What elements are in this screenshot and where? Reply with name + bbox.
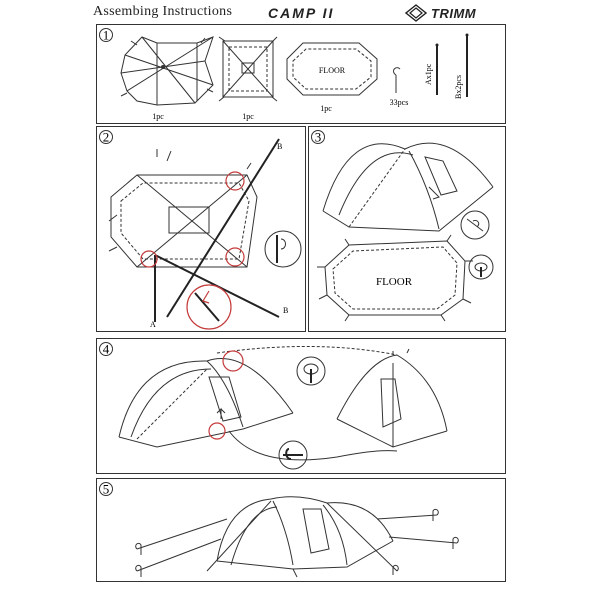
outer-tent-drawing [120,36,214,106]
step-number-circle [99,482,113,496]
pole-b-drawing [465,33,469,97]
brand-emblem-icon [405,4,427,22]
page-title: Assembing Instructions [93,4,233,19]
highlight-circle [225,247,245,267]
brand-name: TRIMM [431,5,477,21]
highlight-circle [222,350,244,372]
step-5-panel: 5 [96,478,506,582]
pole-path-arrow [216,346,398,356]
inner-tent-drawing [218,36,278,102]
step-number: 5 [103,482,110,497]
detail-circle-clip [186,284,232,330]
step-number: 1 [103,28,110,43]
clip-detail [303,363,319,383]
pitched-inner-tent-drawing [322,142,494,232]
brand-logo: TRIMM [405,3,476,23]
detail-circle-clip [468,254,494,280]
step-1-panel: 1 1pc 1pc FLOOR 1 [96,24,506,124]
step-number: 4 [103,342,110,357]
step-3-panel: 3 FLOOR [308,126,506,332]
outer-tent-qty: 1pc [152,112,164,121]
hook-detail [276,235,286,263]
floor-qty: 1pc [320,104,332,113]
step-number-circle [99,130,113,144]
pegs-qty: 33pcs [390,98,409,107]
hook-detail [283,448,303,460]
pole-a-drawing [435,43,439,95]
clip-detail [474,262,488,277]
step-number: 3 [315,130,322,145]
floor-drawing [286,42,378,96]
detail-circle-hook [278,440,308,470]
highlight-circle [140,250,158,268]
pole-b-label: Bx2pcs [454,75,463,99]
tent-frame-drawing [108,138,280,322]
floor-with-pegs-drawing [317,234,473,322]
floor-label: FLOOR [376,276,413,288]
model-name: CAMP II [268,5,335,21]
finished-tent-drawing [216,496,394,570]
highlight-circle [225,171,245,191]
step-2-panel: 2 B B A [96,126,306,332]
step-number-circle [311,130,325,144]
pole-b-bottom-label: B [283,306,288,315]
pole-b-top-label: B [277,142,282,151]
guy-ropes-drawing [136,500,458,578]
pole-a-label: Ax1pc [424,63,433,85]
inner-tent-right-drawing [336,348,448,448]
detail-circle-clip [296,356,326,386]
pole-path-arrow [228,430,398,461]
inner-tent-qty: 1pc [242,112,254,121]
fly-sheet-tent-drawing [118,358,294,448]
pegs-drawing [135,508,459,577]
step-number-circle [99,342,113,356]
peg-drawing [393,67,401,93]
detail-circle-hook [264,230,302,268]
detail-circle-hook [460,210,490,240]
hook-detail [466,218,484,232]
step-number-circle [99,28,113,42]
pole-a-label: A [150,320,156,329]
step-number: 2 [103,130,110,145]
floor-label: FLOOR [319,66,346,75]
highlight-circle [208,422,226,440]
step-4-panel: 4 [96,338,506,474]
pole-clip-detail [194,290,220,322]
